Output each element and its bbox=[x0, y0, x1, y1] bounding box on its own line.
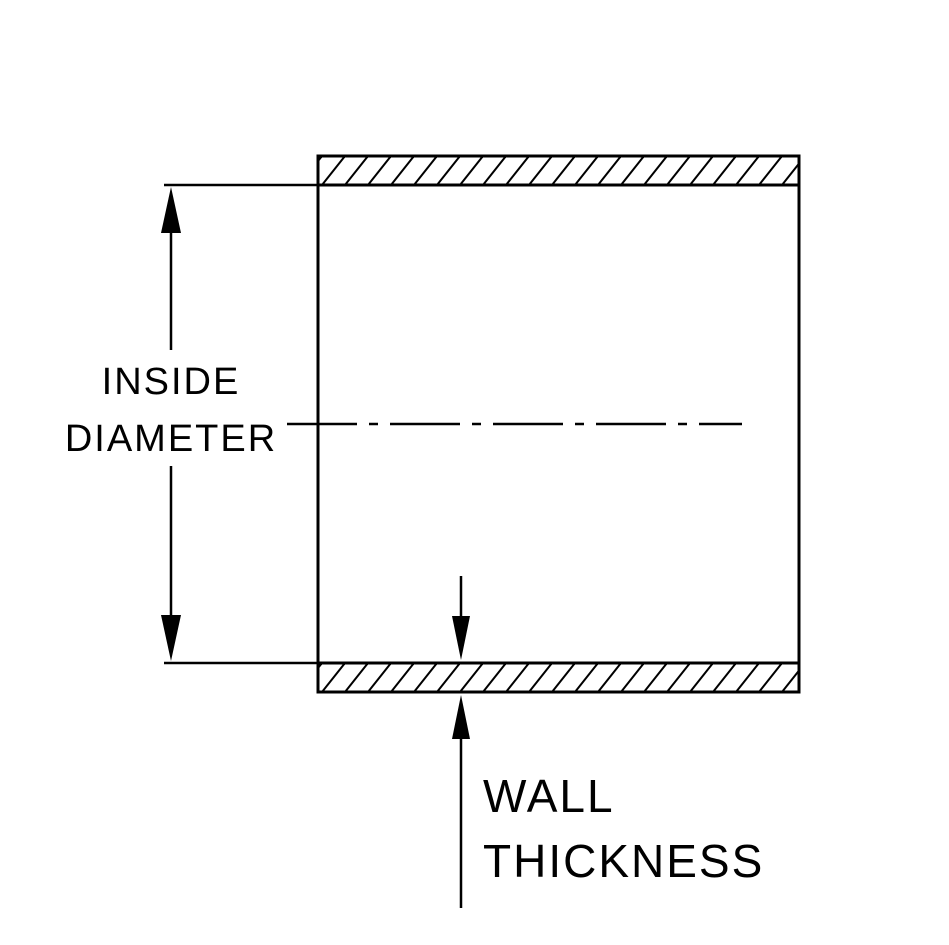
wall-arrow-down bbox=[452, 616, 470, 660]
inside-diameter-label-line1: INSIDE bbox=[102, 361, 241, 403]
wall-thickness-label-line2: THICKNESS bbox=[483, 835, 764, 887]
wall-thickness-dimension: WALL THICKNESS bbox=[452, 576, 764, 908]
inside-diameter-label-line2: DIAMETER bbox=[65, 418, 277, 460]
top-wall-hatch bbox=[316, 154, 801, 187]
inside-diameter-dimension: INSIDE DIAMETER bbox=[65, 183, 318, 665]
dimension-arrow-down bbox=[161, 615, 181, 661]
bottom-wall-hatch bbox=[316, 661, 801, 694]
dimension-arrow-up bbox=[161, 187, 181, 233]
wall-arrow-up bbox=[452, 695, 470, 739]
coupler-body bbox=[287, 154, 801, 694]
wall-thickness-label-line1: WALL bbox=[483, 770, 615, 822]
